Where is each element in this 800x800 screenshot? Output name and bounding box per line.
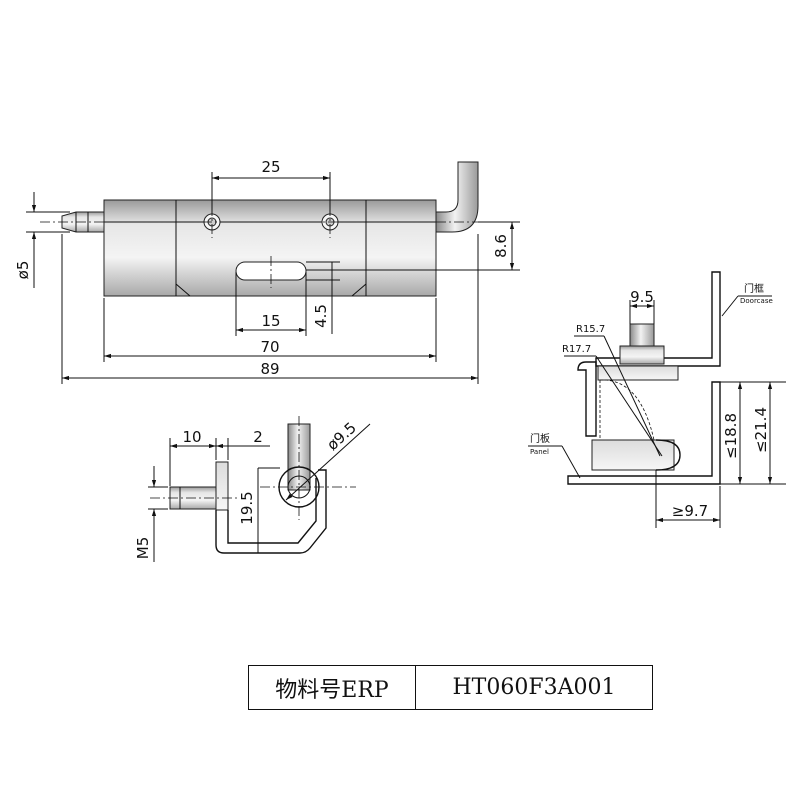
dim-thread-length: 10 [182,428,201,446]
erp-label: 物料号ERP [249,666,416,709]
dim-pin-width: 9.5 [630,288,654,306]
dim-side-height: 19.5 [238,491,256,524]
dim-body-length: 70 [260,338,279,356]
dim-pin-diameter: ø5 [14,261,32,280]
radius-inner: R15.7 [576,324,605,335]
dim-hole-spacing: 25 [261,158,280,176]
dim-slot-length: 15 [261,312,280,330]
front-view: 25 8.6 ø5 4.5 15 70 89 [14,158,520,384]
bracket-plate [215,461,229,511]
erp-table: 物料号ERP HT060F3A001 [248,665,653,710]
dim-overall-length: 89 [260,360,279,378]
dim-max-outer: ≤21.4 [752,407,770,453]
label-doorcase-en: Doorcase [740,297,773,305]
dim-slot-width: 4.5 [312,304,330,328]
dim-min-clearance: ≥9.7 [672,502,708,520]
latch-mount [597,365,679,381]
bent-strap [215,469,327,554]
latch-body [103,199,437,297]
erp-value: HT060F3A001 [452,675,616,700]
pin-handle [435,161,479,233]
installation-view: R15.7 R17.7 9.5 门框 Doorcase 门板 Panel ≤18… [528,271,786,528]
label-panel-cn: 门板 [530,432,550,445]
dim-bend-diameter: ø9.5 [323,419,360,454]
dim-gap: 2 [253,428,263,446]
label-panel-en: Panel [530,448,549,456]
dim-thread: M5 [134,537,152,560]
dim-max-inner: ≤18.8 [722,413,740,459]
dim-height: 8.6 [492,234,510,258]
side-view: 10 2 ø9.5 19.5 M5 [134,416,371,562]
label-doorcase-cn: 门框 [744,282,764,295]
radius-outer: R17.7 [562,344,591,355]
